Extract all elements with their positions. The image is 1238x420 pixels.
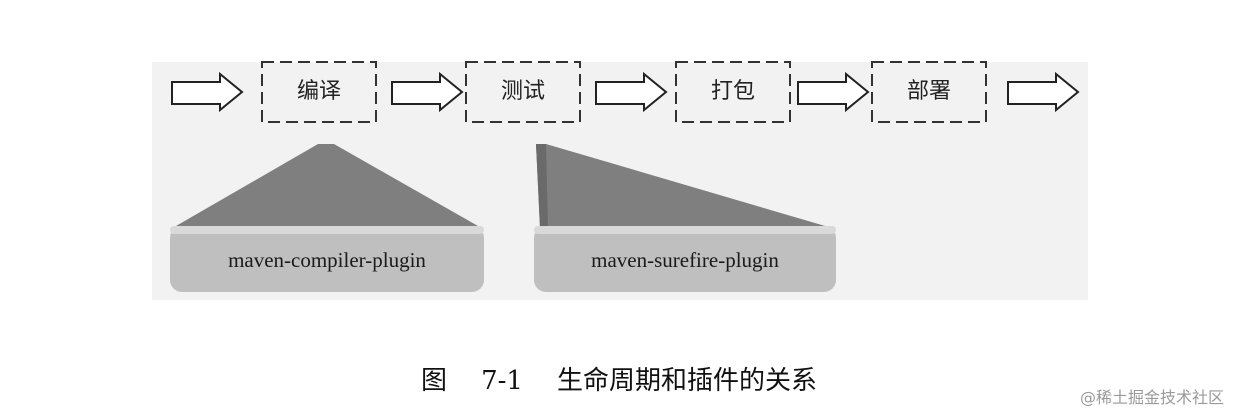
compiler-binding-triangle <box>176 144 478 226</box>
arrow-test-to-package <box>595 71 668 113</box>
phase-label-compile: 编译 <box>296 79 341 104</box>
surefire-binding-triangle <box>536 144 832 228</box>
phase-box-deploy <box>871 61 987 123</box>
phase-box-test <box>465 61 581 123</box>
plugin-box-surefire <box>534 226 836 292</box>
arrow-package-to-deploy <box>797 71 870 113</box>
plugin-label-surefire: maven-surefire-plugin <box>591 248 779 272</box>
caption-title: 生命周期和插件的关系 <box>556 366 817 396</box>
phase-box-package <box>675 61 791 123</box>
phase-label-deploy: 部署 <box>906 79 951 104</box>
phase-box-compile <box>261 61 377 123</box>
caption-number: 7-1 <box>481 366 523 396</box>
watermark: @稀土掘金技术社区 <box>1079 388 1224 407</box>
figure-caption: 图 7-1 生命周期和插件的关系 <box>0 360 1238 397</box>
arrow-end <box>1007 71 1080 113</box>
plugin-box-compiler <box>170 226 484 292</box>
plugin-label-compiler: maven-compiler-plugin <box>228 248 426 272</box>
arrow-start <box>171 71 244 113</box>
caption-figure-word: 图 <box>421 366 448 396</box>
arrow-compile-to-test <box>391 71 464 113</box>
phase-label-package: 打包 <box>710 79 755 104</box>
phase-label-test: 测试 <box>500 79 545 104</box>
